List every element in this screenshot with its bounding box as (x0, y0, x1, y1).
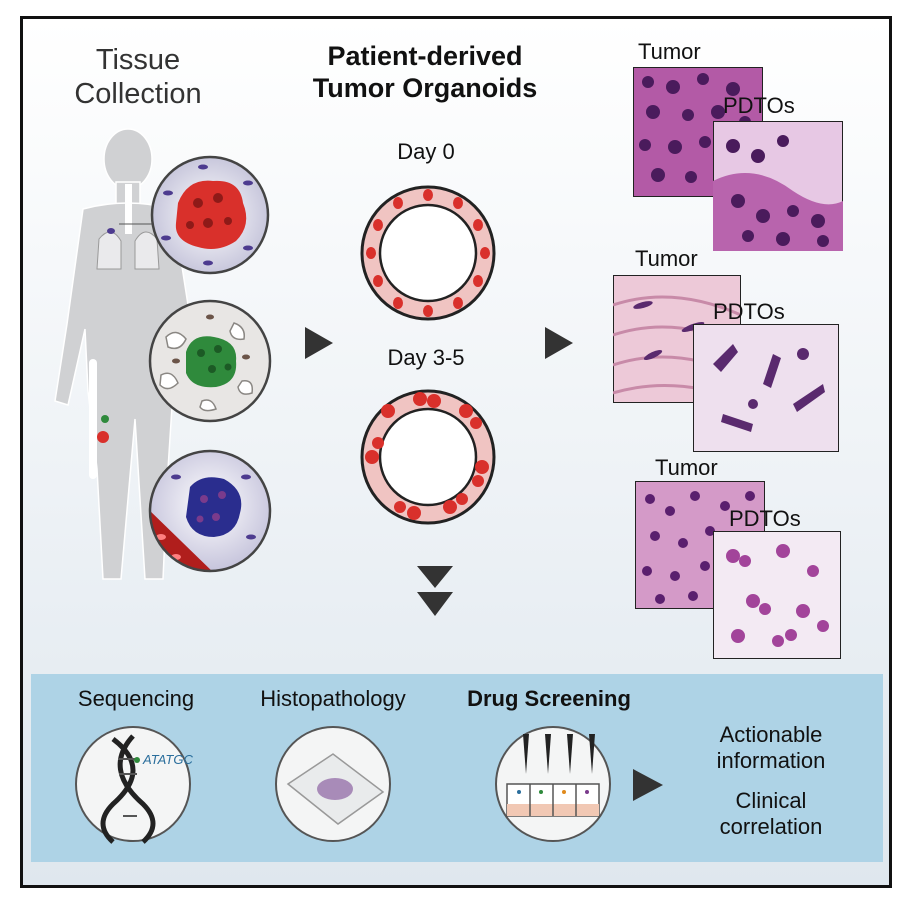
tissue-title-line2: Collection (74, 78, 202, 111)
double-down-arrow-icon (417, 566, 453, 616)
drug-screening-plate-icon (495, 726, 611, 842)
histology-3-pdto-image (713, 531, 841, 659)
analysis-panel: Sequencing Histopathology Drug Screening… (31, 674, 883, 862)
clinical-line1: Clinical (735, 788, 807, 813)
histology-3-tumor-label: Tumor (655, 455, 718, 480)
sequencing-label: Sequencing (77, 686, 195, 711)
tissue-title-line1: Tissue (95, 44, 181, 76)
figure-frame: Tissue Collection (20, 16, 892, 888)
arrow-to-histology-icon (545, 327, 573, 359)
actionable-line1: Actionable (719, 722, 823, 747)
organoids-title: Patient-derived Tumor Organoids (285, 41, 565, 105)
tissue-collection-title: Tissue Collection (53, 43, 223, 111)
histology-2-pdto-label: PDTOs (713, 299, 785, 324)
histology-2-pdto-image (693, 324, 839, 452)
organoids-title-line1: Patient-derived (327, 41, 523, 71)
soft-tissue-tumor-circle (148, 449, 272, 573)
sequencing-dna-icon: ATATGC (75, 726, 193, 844)
histopathology-label: Histopathology (260, 686, 406, 711)
actionable-information-text: Actionable information (691, 722, 851, 774)
organoids-title-line2: Tumor Organoids (312, 72, 538, 103)
histopathology-slide-icon (275, 726, 391, 842)
histology-1-pdto-image (713, 121, 843, 251)
day35-label: Day 3-5 (387, 345, 465, 370)
lung-tumor-circle (150, 155, 270, 275)
arrow-to-outcomes-icon (633, 769, 663, 801)
organoid-day0 (360, 185, 496, 321)
bone-tumor-circle (148, 299, 272, 423)
day0-label: Day 0 (397, 139, 455, 164)
drug-screening-label: Drug Screening (467, 686, 631, 711)
histology-2-tumor-label: Tumor (635, 246, 698, 271)
arrow-to-organoids-icon (305, 327, 333, 359)
histology-1-pdto-label: PDTOs (723, 93, 795, 118)
clinical-line2: correlation (719, 813, 823, 839)
actionable-line2: information (716, 747, 826, 773)
clinical-correlation-text: Clinical correlation (691, 788, 851, 840)
histology-1-tumor-label: Tumor (638, 39, 701, 64)
organoid-day35 (360, 389, 496, 525)
histology-3-pdto-label: PDTOs (729, 506, 801, 531)
dna-sequence-text: ATATGC (142, 752, 193, 767)
